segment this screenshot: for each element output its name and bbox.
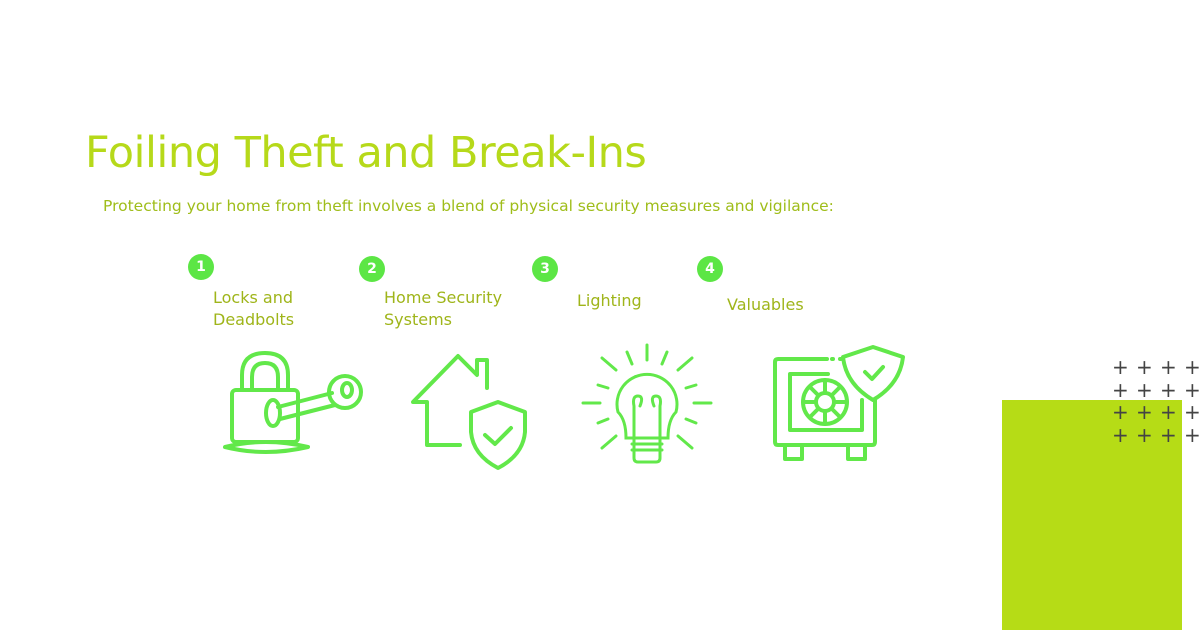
safe-shield-icon bbox=[773, 345, 905, 461]
padlock-key-icon bbox=[223, 351, 363, 454]
step-badge-1: 1 bbox=[188, 254, 214, 280]
step-badge-4: 4 bbox=[697, 256, 723, 282]
subtitle: Protecting your home from theft involves… bbox=[103, 197, 834, 215]
house-shield-icon bbox=[411, 354, 527, 470]
plus-pattern-decoration: ++++++++++++++++ bbox=[1112, 355, 1200, 448]
step-badge-2: 2 bbox=[359, 256, 385, 282]
decorative-green-block bbox=[1002, 400, 1182, 630]
step-badge-3: 3 bbox=[532, 256, 558, 282]
lightbulb-icon bbox=[581, 343, 713, 464]
step-label-3: Lighting bbox=[577, 291, 642, 310]
page-title: Foiling Theft and Break-Ins bbox=[85, 128, 647, 178]
step-label-4: Valuables bbox=[727, 295, 804, 314]
